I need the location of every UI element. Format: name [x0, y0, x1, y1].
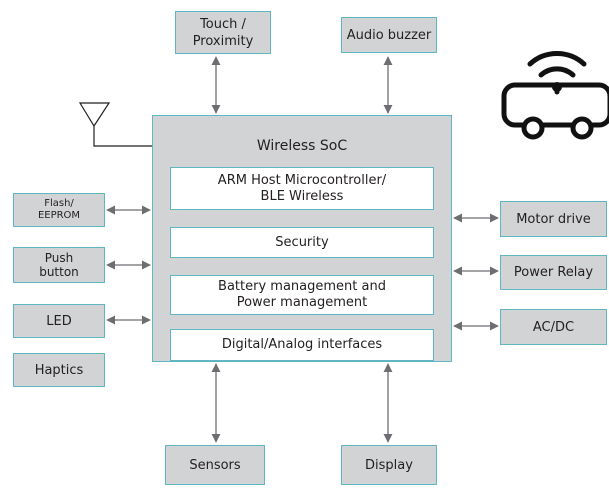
- power-relay-block: Power Relay: [500, 255, 607, 290]
- connected-vehicle-icon: [501, 51, 609, 140]
- touch-proximity-block: Touch / Proximity: [175, 11, 271, 54]
- display-block: Display: [341, 445, 437, 485]
- flash-eeprom-block: Flash/ EEPROM: [13, 193, 105, 227]
- module-battery-power: Battery management and Power management: [170, 275, 434, 315]
- led-block: LED: [13, 304, 105, 338]
- module-arm-host: ARM Host Microcontroller/ BLE Wireless: [170, 167, 434, 210]
- motor-drive-block: Motor drive: [500, 201, 607, 237]
- antenna-icon: [78, 102, 152, 147]
- push-button-block: Push button: [13, 247, 105, 283]
- sensors-block: Sensors: [165, 445, 265, 485]
- soc-title: Wireless SoC: [256, 138, 348, 154]
- haptics-block: Haptics: [13, 353, 105, 387]
- module-security: Security: [170, 227, 434, 258]
- audio-buzzer-block: Audio buzzer: [341, 17, 437, 53]
- ac-dc-block: AC/DC: [500, 309, 607, 345]
- module-digital-analog: Digital/Analog interfaces: [170, 329, 434, 361]
- wireless-soc-block: Wireless SoC ARM Host Microcontroller/ B…: [152, 115, 452, 362]
